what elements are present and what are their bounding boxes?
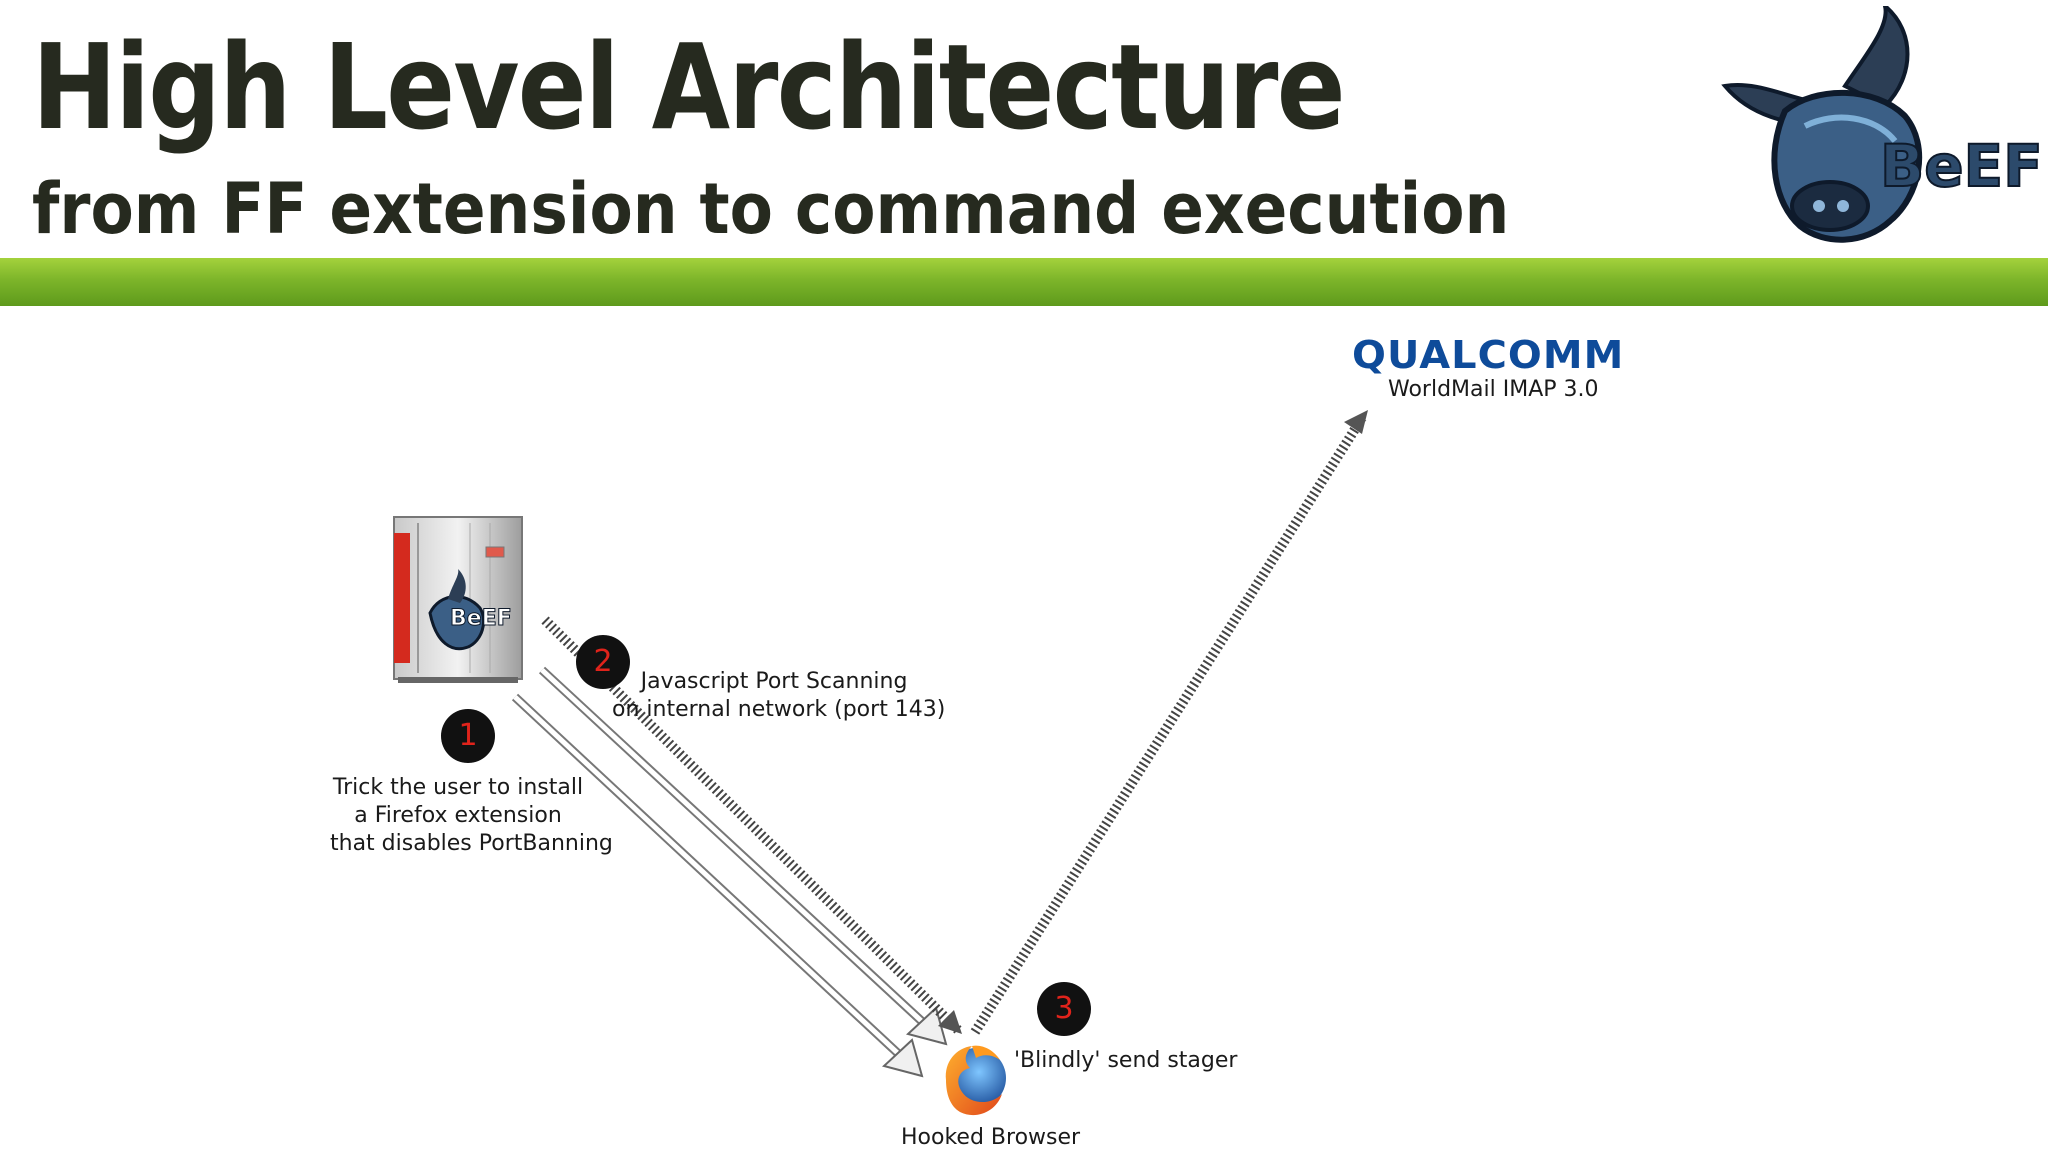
firefox-icon xyxy=(934,1040,1014,1120)
arrow-stager-to-target xyxy=(975,410,1368,1032)
step-2-description: Javascript Port Scanning on internal net… xyxy=(612,668,936,724)
server-logo-text: BeEF xyxy=(450,606,512,631)
step-3-badge: 3 xyxy=(1037,982,1091,1036)
step-2-line-1: Javascript Port Scanning xyxy=(612,668,936,696)
browser-label: Hooked Browser xyxy=(901,1124,1080,1152)
step-2-line-2: on internal network (port 143) xyxy=(612,696,936,724)
target-label: WorldMail IMAP 3.0 xyxy=(1388,376,1599,404)
step-1-line-3: that disables PortBanning xyxy=(330,830,586,858)
step-1-description: Trick the user to install a Firefox exte… xyxy=(330,774,586,858)
step-3-description: 'Blindly' send stager xyxy=(1014,1047,1237,1075)
step-1-line-1: Trick the user to install xyxy=(330,774,586,802)
step-1-line-2: a Firefox extension xyxy=(330,802,586,830)
arrow-server-to-browser-step1 xyxy=(515,697,922,1076)
qualcomm-logo: QUALCOMM xyxy=(1352,333,1624,377)
step-1-badge: 1 xyxy=(441,709,495,763)
beef-server-icon: BeEF xyxy=(390,513,526,685)
arrow-server-to-browser-step2 xyxy=(542,670,946,1044)
